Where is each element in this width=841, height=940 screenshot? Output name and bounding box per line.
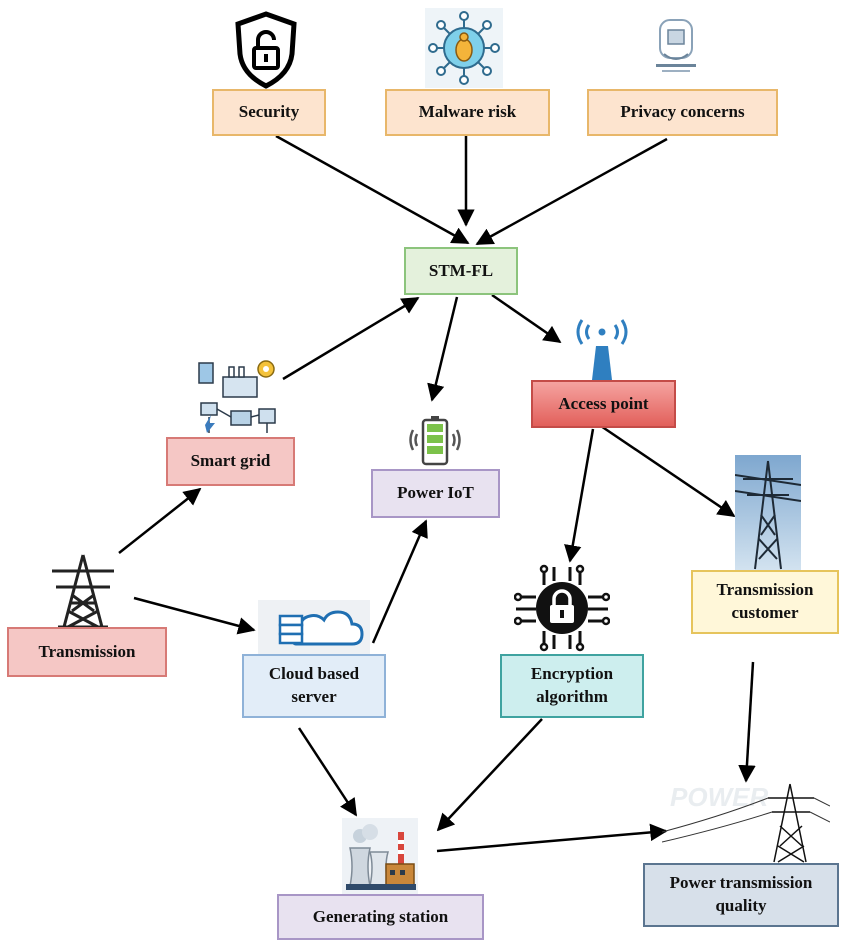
arrow-security-to-stmfl — [275, 134, 470, 245]
power-iot-box: Power IoT — [371, 469, 500, 518]
arrow-stmfl-to-power-iot — [427, 296, 459, 402]
encryption-label: Encryption algorithm — [530, 664, 614, 706]
transmission-box: Transmission — [7, 627, 167, 677]
malware-virus-icon — [425, 8, 503, 88]
smart-grid-label: Smart grid — [190, 451, 271, 471]
arrow-privacy-to-stmfl — [475, 137, 668, 246]
svg-text:POWER: POWER — [670, 782, 768, 812]
encryption-lock-icon — [514, 563, 610, 653]
power-transmission-quality-box: Power transmission quality — [643, 863, 839, 927]
security-label: Security — [238, 102, 300, 122]
pylon-photo-icon — [735, 455, 801, 571]
arrow-stmfl-to-access-point — [491, 293, 562, 344]
cloud-server-icon — [258, 600, 370, 656]
stm-fl-label: STM-FL — [428, 260, 494, 280]
power-line-photo-icon: POWER — [662, 776, 830, 864]
arrow-transmission-to-cloud-server — [133, 596, 256, 635]
arrow-encryption-to-generating-station — [436, 718, 543, 832]
transmission-label: Transmission — [38, 641, 136, 661]
arrow-access-point-to-transmission-customer — [594, 420, 736, 518]
arrow-generating-station-to-power-quality — [436, 823, 668, 853]
stm-fl-box: STM-FL — [404, 247, 518, 295]
generating-station-label: Generating station — [312, 906, 449, 926]
arrow-smart-grid-to-stmfl — [282, 296, 420, 381]
arrow-cloud-server-to-generating-station — [297, 727, 358, 817]
smart-grid-box: Smart grid — [166, 437, 295, 486]
shield-unlock-icon — [232, 10, 300, 90]
arrow-transmission-to-smart-grid — [118, 487, 202, 554]
generating-station-box: Generating station — [277, 894, 484, 940]
malware-risk-label: Malware risk — [418, 102, 517, 122]
cloud-server-box: Cloud based server — [242, 654, 386, 718]
transmission-tower-icon — [48, 553, 118, 629]
arrow-access-point-to-encryption — [564, 428, 595, 563]
security-box: Security — [212, 89, 326, 136]
transmission-customer-box: Transmission customer — [691, 570, 839, 634]
privacy-concerns-icon — [650, 14, 702, 80]
privacy-concerns-box: Privacy concerns — [587, 89, 778, 136]
wifi-antenna-icon — [568, 306, 636, 380]
malware-risk-box: Malware risk — [385, 89, 550, 136]
power-iot-label: Power IoT — [397, 483, 474, 503]
cloud-server-label: Cloud based server — [268, 664, 360, 706]
battery-icon — [407, 414, 463, 466]
transmission-customer-label: Transmission customer — [716, 580, 814, 622]
arrow-cloud-server-to-power-iot — [371, 519, 428, 644]
access-point-box: Access point — [531, 380, 676, 428]
smart-grid-factory-icon — [193, 355, 283, 437]
arrow-transmission-customer-to-power-quality — [738, 661, 756, 783]
access-point-label: Access point — [558, 393, 649, 413]
privacy-concerns-label: Privacy concerns — [620, 102, 745, 122]
encryption-box: Encryption algorithm — [500, 654, 644, 718]
power-transmission-quality-label: Power transmission quality — [669, 873, 813, 915]
power-plant-icon — [342, 818, 418, 894]
